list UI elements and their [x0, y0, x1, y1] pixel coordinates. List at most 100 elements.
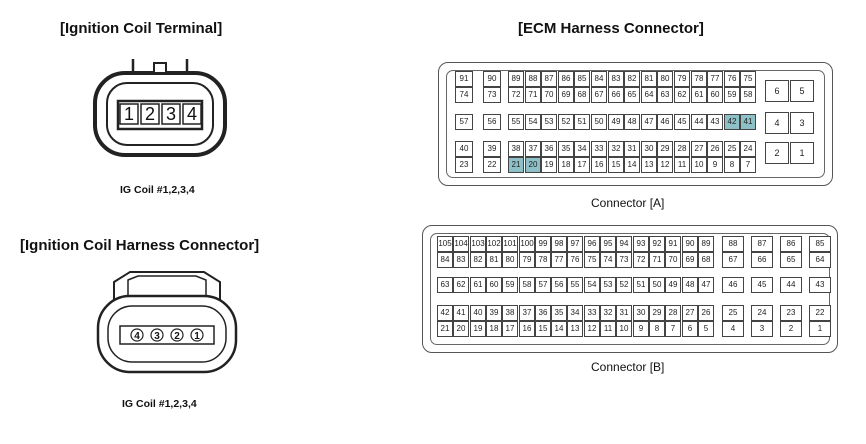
- connector-a-pin-16: 16: [591, 157, 607, 173]
- connector-a-pin-46: 46: [657, 114, 673, 130]
- connector-b-pin-36: 36: [535, 305, 551, 321]
- connector-b-pin-79: 79: [519, 252, 535, 268]
- connector-b-pin-38: 38: [502, 305, 518, 321]
- connector-b-pin-14: 14: [551, 321, 567, 337]
- connector-a-pin-2: 2: [765, 142, 789, 164]
- connector-a-pin-60: 60: [707, 87, 723, 103]
- terminal-pin-box-3: [161, 103, 181, 125]
- connector-a-pin-64: 64: [641, 87, 657, 103]
- connector-a-pin-34: 34: [574, 141, 590, 157]
- connector-b-pin-76: 76: [567, 252, 583, 268]
- connector-b-pin-20: 20: [453, 321, 469, 337]
- connector-a-pin-72: 72: [508, 87, 524, 103]
- connector-b-pin-25: 25: [722, 305, 744, 321]
- connector-b-pin-49: 49: [665, 277, 681, 293]
- connector-a-pin-24: 24: [740, 141, 756, 157]
- connector-a-pin-18: 18: [558, 157, 574, 173]
- harness-pin-ring-1: [190, 328, 204, 342]
- connector-a-pin-76: 76: [724, 71, 740, 87]
- connector-b-pin-56: 56: [551, 277, 567, 293]
- connector-b-pin-69: 69: [682, 252, 698, 268]
- connector-a-pin-49: 49: [608, 114, 624, 130]
- connector-a-pin-10: 10: [691, 157, 707, 173]
- terminal-pin-4: 4: [187, 104, 197, 124]
- connector-b-pin-10: 10: [616, 321, 632, 337]
- connector-b-pin-74: 74: [600, 252, 616, 268]
- harness-caption: IG Coil #1,2,3,4: [122, 398, 197, 410]
- connector-b-pin-64: 64: [809, 252, 831, 268]
- connector-a-pin-88: 88: [525, 71, 541, 87]
- terminal-pin-1: 1: [124, 104, 134, 124]
- harness-pin-ring-4: [130, 328, 144, 342]
- connector-a-pin-87: 87: [541, 71, 557, 87]
- connector-b-pin-81: 81: [486, 252, 502, 268]
- connector-b-pin-47: 47: [698, 277, 714, 293]
- terminal-pin-box-2: [140, 103, 160, 125]
- connector-a-pin-61: 61: [691, 87, 707, 103]
- connector-b-pin-43: 43: [809, 277, 831, 293]
- connector-a-pin-17: 17: [574, 157, 590, 173]
- connector-a-pin-54: 54: [525, 114, 541, 130]
- connector-b-pin-34: 34: [567, 305, 583, 321]
- connector-b-pin-96: 96: [584, 236, 600, 252]
- ecm-harness-connector-title: [ECM Harness Connector]: [518, 20, 704, 37]
- connector-b-pin-12: 12: [584, 321, 600, 337]
- connector-b-pin-51: 51: [633, 277, 649, 293]
- connector-a-pin-55: 55: [508, 114, 524, 130]
- connector-a-pin-25: 25: [724, 141, 740, 157]
- connector-b-pin-1: 1: [809, 321, 831, 337]
- connector-b-pin-7: 7: [665, 321, 681, 337]
- connector-a-pin-82: 82: [624, 71, 640, 87]
- connector-b-pin-37: 37: [519, 305, 535, 321]
- connector-b-pin-94: 94: [616, 236, 632, 252]
- connector-a-pin-12: 12: [657, 157, 673, 173]
- connector-a-pin-29: 29: [657, 141, 673, 157]
- connector-b-pin-65: 65: [780, 252, 802, 268]
- connector-b-pin-104: 104: [453, 236, 469, 252]
- connector-a-pin-20: 20: [525, 157, 541, 173]
- connector-a-pin-56: 56: [483, 114, 501, 130]
- connector-b-pin-15: 15: [535, 321, 551, 337]
- connector-a-pin-57: 57: [455, 114, 473, 130]
- connector-b-pin-52: 52: [616, 277, 632, 293]
- connector-b-pin-24: 24: [751, 305, 773, 321]
- connector-b-pin-18: 18: [486, 321, 502, 337]
- connector-b-pin-99: 99: [535, 236, 551, 252]
- connector-a-pin-7: 7: [740, 157, 756, 173]
- connector-b-pin-22: 22: [809, 305, 831, 321]
- connector-a-pin-8: 8: [724, 157, 740, 173]
- connector-a-pin-63: 63: [657, 87, 673, 103]
- connector-b-pin-4: 4: [722, 321, 744, 337]
- ignition-coil-terminal-title: [Ignition Coil Terminal]: [60, 20, 223, 37]
- connector-b-pin-92: 92: [649, 236, 665, 252]
- connector-b-pin-16: 16: [519, 321, 535, 337]
- connector-b-pin-72: 72: [633, 252, 649, 268]
- connector-a-pin-31: 31: [624, 141, 640, 157]
- connector-b-pin-57: 57: [535, 277, 551, 293]
- connector-a-pin-40: 40: [455, 141, 473, 157]
- connector-b-pin-33: 33: [584, 305, 600, 321]
- connector-a-pin-58: 58: [740, 87, 756, 103]
- connector-b-pin-93: 93: [633, 236, 649, 252]
- connector-b-pin-8: 8: [649, 321, 665, 337]
- connector-a-pin-90: 90: [483, 71, 501, 87]
- connector-a-pin-28: 28: [674, 141, 690, 157]
- connector-a-pin-37: 37: [525, 141, 541, 157]
- connector-a-pin-75: 75: [740, 71, 756, 87]
- connector-a-pin-69: 69: [558, 87, 574, 103]
- connector-b-pin-53: 53: [600, 277, 616, 293]
- terminal-pin-2: 2: [145, 104, 155, 124]
- harness-pin-1: 1: [194, 331, 200, 342]
- connector-a-pin-70: 70: [541, 87, 557, 103]
- connector-b-pin-40: 40: [470, 305, 486, 321]
- connector-a-pin-41: 41: [740, 114, 756, 130]
- connector-b-pin-9: 9: [633, 321, 649, 337]
- connector-b-pin-31: 31: [616, 305, 632, 321]
- connector-b-pin-44: 44: [780, 277, 802, 293]
- connector-b-pin-91: 91: [665, 236, 681, 252]
- connector-a-pin-6: 6: [765, 80, 789, 102]
- connector-a-pin-32: 32: [608, 141, 624, 157]
- connector-b-pin-102: 102: [486, 236, 502, 252]
